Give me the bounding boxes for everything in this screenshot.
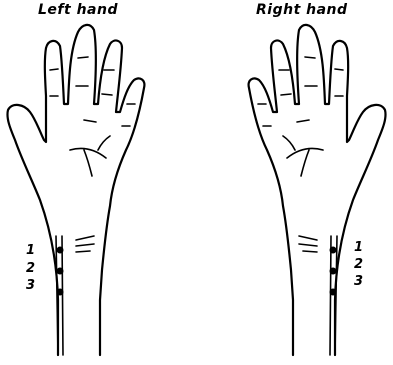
right-artery	[330, 236, 337, 355]
right-pulse-point-2	[330, 268, 337, 275]
left-position-3: 3	[26, 279, 35, 292]
left-wrist-lines	[76, 236, 94, 252]
left-hand	[7, 25, 144, 355]
left-artery	[56, 236, 63, 355]
right-pulse-point-1	[330, 247, 337, 254]
left-pulse-point-3	[57, 289, 64, 296]
left-pulse-point-1	[57, 247, 64, 254]
left-position-2: 2	[26, 262, 35, 275]
right-hand-outline	[249, 25, 386, 355]
left-hand-outline	[7, 25, 144, 355]
left-position-1: 1	[26, 244, 35, 257]
right-pulse-point-3	[330, 289, 337, 296]
right-wrist-lines	[299, 236, 317, 252]
right-position-1: 1	[354, 241, 363, 254]
right-position-2: 2	[354, 258, 363, 271]
right-position-3: 3	[354, 275, 363, 288]
right-hand	[249, 25, 386, 355]
left-pulse-point-2	[57, 268, 64, 275]
